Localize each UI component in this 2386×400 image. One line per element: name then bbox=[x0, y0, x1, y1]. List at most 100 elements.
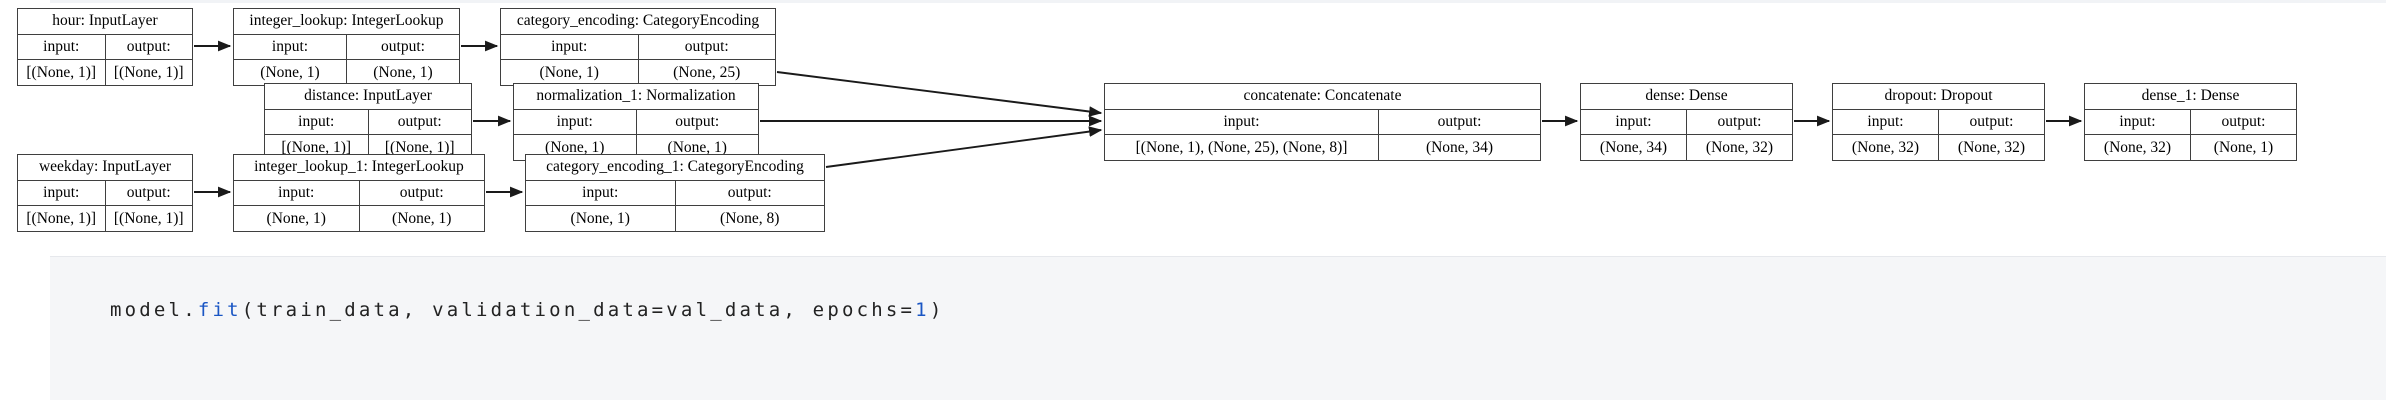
output-label: output: bbox=[1717, 113, 1762, 131]
output-label: output: bbox=[1969, 113, 2014, 131]
input-shape: (None, 32) bbox=[1833, 135, 1939, 160]
node-io-labels: input: output: bbox=[265, 110, 471, 135]
input-label: input: bbox=[265, 110, 369, 134]
input-shape: [(None, 1), (None, 25), (None, 8)] bbox=[1105, 135, 1380, 160]
code-cell[interactable]: model.fit(train_data, validation_data=va… bbox=[50, 256, 2386, 400]
node-io-labels: input: output: bbox=[234, 181, 484, 206]
output-label: output: bbox=[126, 38, 171, 56]
node-title: dense: Dense bbox=[1581, 84, 1792, 110]
node-weekday[interactable]: weekday: InputLayer input: output: [(Non… bbox=[17, 154, 193, 232]
input-label: input: bbox=[1105, 110, 1380, 134]
input-label: input: bbox=[526, 181, 676, 205]
node-title: distance: InputLayer bbox=[265, 84, 471, 110]
node-io-shapes: [(None, 1)] [(None, 1)] bbox=[18, 206, 192, 231]
input-shape: (None, 1) bbox=[514, 135, 637, 160]
model-architecture-diagram: hour: InputLayer input: output: [(None, … bbox=[17, 8, 2297, 232]
node-io-labels: input: output: bbox=[501, 35, 775, 60]
input-label: input: bbox=[501, 35, 639, 59]
node-io-labels: input: output: bbox=[526, 181, 824, 206]
node-io-shapes: (None, 1) (None, 1) bbox=[234, 206, 484, 231]
input-shape: (None, 1) bbox=[526, 206, 676, 231]
output-shape: (None, 32) bbox=[1957, 138, 2026, 156]
input-shape: [(None, 1)] bbox=[265, 135, 369, 160]
node-io-labels: input: output: bbox=[234, 35, 459, 60]
code-number: 1 bbox=[915, 299, 930, 321]
node-title: dropout: Dropout bbox=[1833, 84, 2044, 110]
output-label: output: bbox=[381, 38, 425, 56]
node-title: category_encoding: CategoryEncoding bbox=[501, 9, 775, 35]
node-concatenate[interactable]: concatenate: Concatenate input: output: … bbox=[1104, 83, 1541, 161]
input-shape: (None, 34) bbox=[1581, 135, 1687, 160]
output-shape: [(None, 1)] bbox=[113, 209, 184, 227]
node-io-shapes: (None, 32) (None, 32) bbox=[1833, 135, 2044, 160]
node-io-labels: input: output: bbox=[2085, 110, 2296, 135]
node-io-shapes: (None, 1) (None, 8) bbox=[526, 206, 824, 231]
output-label: output: bbox=[397, 113, 442, 131]
node-io-labels: input: output: bbox=[1833, 110, 2044, 135]
code-args: (train_data, validation_data=val_data, e… bbox=[241, 299, 916, 321]
node-normalization-1[interactable]: normalization_1: Normalization input: ou… bbox=[513, 83, 759, 161]
output-label: output: bbox=[399, 184, 444, 202]
input-label: input: bbox=[2085, 110, 2191, 134]
node-io-labels: input: output: bbox=[1581, 110, 1792, 135]
node-io-shapes: [(None, 1)] [(None, 1)] bbox=[265, 135, 471, 160]
output-shape: (None, 32) bbox=[1705, 138, 1774, 156]
node-title: normalization_1: Normalization bbox=[514, 84, 758, 110]
node-integer-lookup[interactable]: integer_lookup: IntegerLookup input: out… bbox=[233, 8, 460, 86]
code-function-name: fit bbox=[197, 299, 242, 321]
node-io-labels: input: output: bbox=[18, 35, 192, 60]
input-label: input: bbox=[18, 35, 106, 59]
output-shape: [(None, 1)] bbox=[384, 138, 455, 156]
output-shape: (None, 1) bbox=[667, 138, 727, 156]
node-integer-lookup-1[interactable]: integer_lookup_1: IntegerLookup input: o… bbox=[233, 154, 485, 232]
node-io-labels: input: output: bbox=[1105, 110, 1540, 135]
node-title: integer_lookup_1: IntegerLookup bbox=[234, 155, 484, 181]
node-io-shapes: (None, 1) (None, 1) bbox=[234, 60, 459, 85]
node-io-shapes: (None, 1) (None, 25) bbox=[501, 60, 775, 85]
node-title: category_encoding_1: CategoryEncoding bbox=[526, 155, 824, 181]
output-shape: (None, 1) bbox=[392, 209, 452, 227]
input-label: input: bbox=[1833, 110, 1939, 134]
input-shape: (None, 32) bbox=[2085, 135, 2191, 160]
code-line[interactable]: model.fit(train_data, validation_data=va… bbox=[110, 299, 944, 321]
output-shape: (None, 34) bbox=[1425, 138, 1494, 156]
node-io-shapes: (None, 34) (None, 32) bbox=[1581, 135, 1792, 160]
output-label: output: bbox=[1437, 113, 1482, 131]
code-prefix: model. bbox=[110, 299, 198, 321]
node-io-shapes: (None, 32) (None, 1) bbox=[2085, 135, 2296, 160]
input-shape: (None, 1) bbox=[234, 206, 360, 231]
node-title: integer_lookup: IntegerLookup bbox=[234, 9, 459, 35]
node-title: dense_1: Dense bbox=[2085, 84, 2296, 110]
input-shape: [(None, 1)] bbox=[18, 206, 106, 231]
output-shape: [(None, 1)] bbox=[113, 63, 184, 81]
output-label: output: bbox=[727, 184, 772, 202]
node-category-encoding[interactable]: category_encoding: CategoryEncoding inpu… bbox=[500, 8, 776, 86]
input-label: input: bbox=[1581, 110, 1687, 134]
input-label: input: bbox=[234, 35, 347, 59]
output-shape: (None, 8) bbox=[720, 209, 780, 227]
top-separator bbox=[50, 0, 2386, 3]
input-shape: (None, 1) bbox=[234, 60, 347, 85]
node-title: hour: InputLayer bbox=[18, 9, 192, 35]
node-dense-1[interactable]: dense_1: Dense input: output: (None, 32)… bbox=[2084, 83, 2297, 161]
node-title: weekday: InputLayer bbox=[18, 155, 192, 181]
node-title: concatenate: Concatenate bbox=[1105, 84, 1540, 110]
code-close-paren: ) bbox=[929, 299, 945, 321]
node-category-encoding-1[interactable]: category_encoding_1: CategoryEncoding in… bbox=[525, 154, 825, 232]
output-label: output: bbox=[675, 113, 720, 131]
input-label: input: bbox=[514, 110, 637, 134]
node-hour[interactable]: hour: InputLayer input: output: [(None, … bbox=[17, 8, 193, 86]
output-label: output: bbox=[126, 184, 171, 202]
input-shape: [(None, 1)] bbox=[18, 60, 106, 85]
node-distance[interactable]: distance: InputLayer input: output: [(No… bbox=[264, 83, 472, 161]
node-dense[interactable]: dense: Dense input: output: (None, 34) (… bbox=[1580, 83, 1793, 161]
output-shape: (None, 1) bbox=[373, 63, 433, 81]
node-io-labels: input: output: bbox=[514, 110, 758, 135]
node-dropout[interactable]: dropout: Dropout input: output: (None, 3… bbox=[1832, 83, 2045, 161]
output-label: output: bbox=[684, 38, 729, 56]
output-shape: (None, 25) bbox=[673, 63, 741, 81]
node-io-shapes: [(None, 1)] [(None, 1)] bbox=[18, 60, 192, 85]
input-label: input: bbox=[234, 181, 360, 205]
output-shape: (None, 1) bbox=[2213, 138, 2274, 156]
